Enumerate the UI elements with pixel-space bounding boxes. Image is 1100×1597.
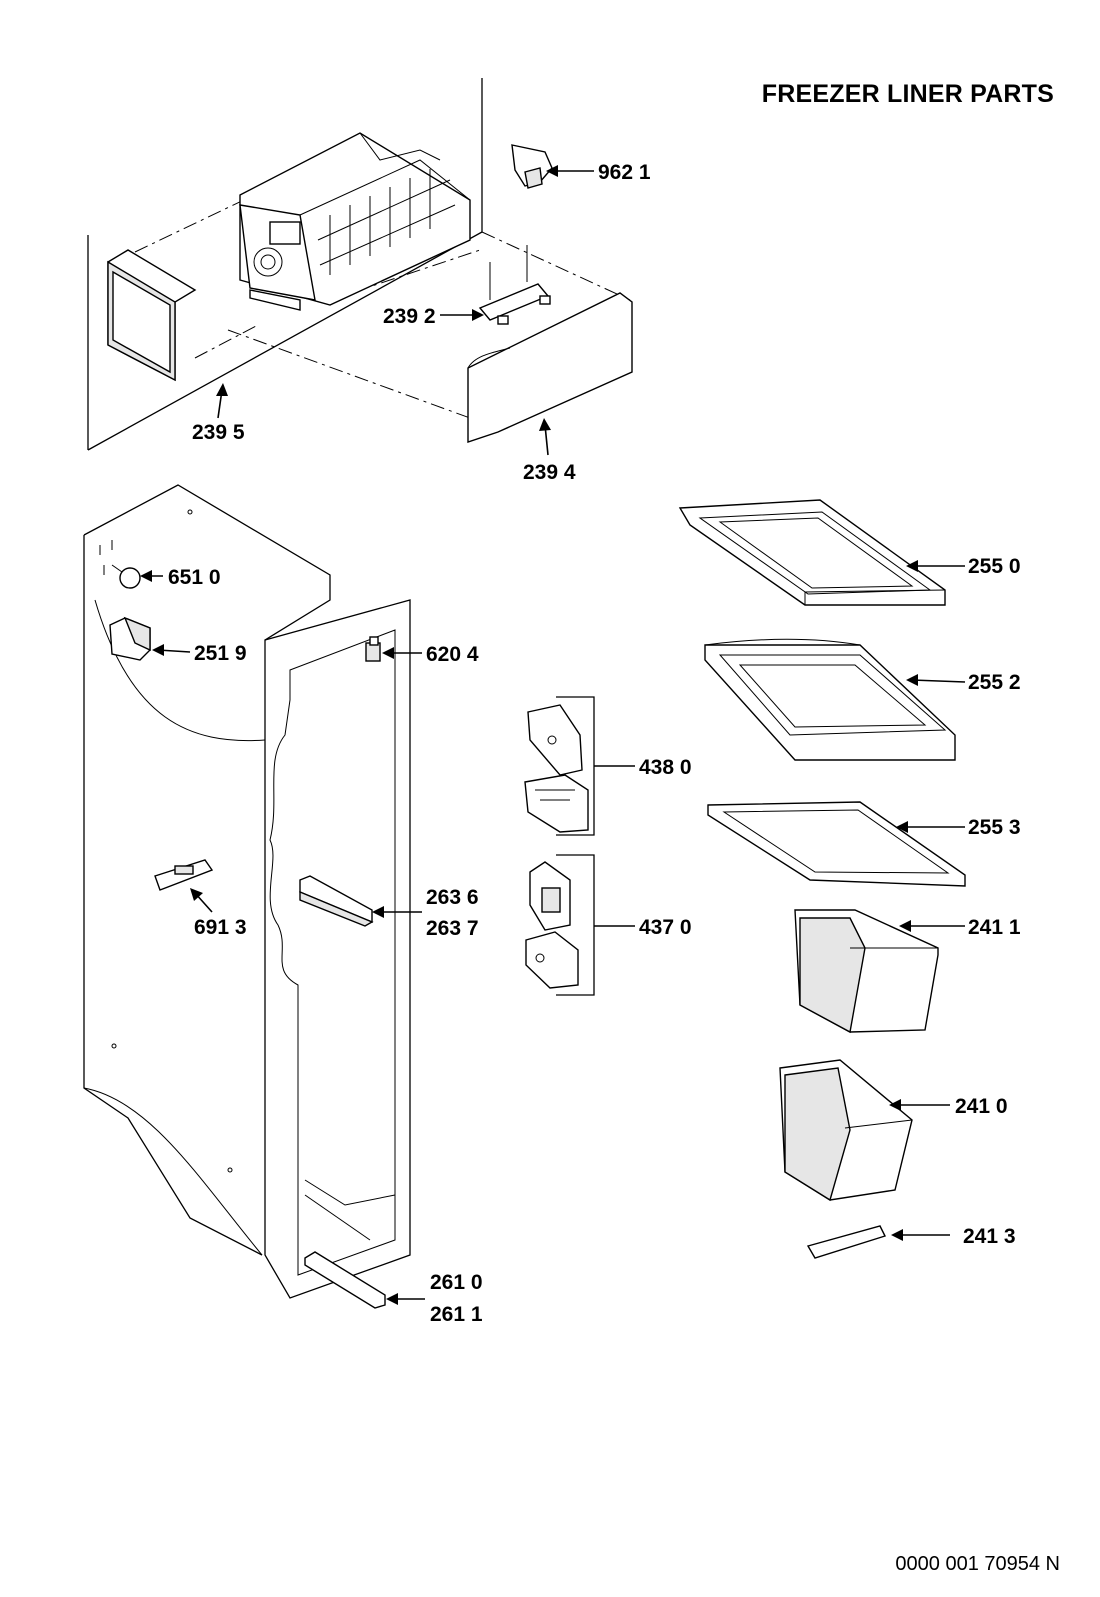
callout-2610: 261 0 [430, 1271, 483, 1294]
ice-bin-front-panel [467, 292, 633, 443]
bottom-rail [304, 1251, 386, 1309]
callout-2410: 241 0 [955, 1095, 1008, 1118]
diagram-title: FREEZER LINER PARTS [761, 80, 1054, 108]
callout-2413: 241 3 [963, 1225, 1016, 1248]
lamp-bulb [111, 564, 141, 589]
bin-2411 [794, 909, 939, 1034]
freezer-rail [299, 875, 374, 927]
callout-4370: 437 0 [639, 916, 692, 939]
ice-maker-section [87, 78, 633, 451]
ice-maker-bracket [478, 245, 551, 325]
ice-chute-part [511, 144, 553, 189]
freezer-liner-section [83, 484, 411, 1309]
document-number: 0000 001 70954 N [895, 1553, 1060, 1575]
ice-bin-box [107, 249, 197, 382]
shelf-2550 [678, 499, 946, 606]
callout-2553: 255 3 [968, 816, 1021, 839]
door-switch [365, 636, 381, 662]
callout-labels: 962 1 239 2 239 5 239 4 651 0 251 9 620 … [168, 161, 1021, 1326]
callout-2519: 251 9 [194, 642, 247, 665]
callout-6913: 691 3 [194, 916, 247, 939]
control-module-437 [525, 861, 579, 989]
callout-2395: 239 5 [192, 421, 245, 444]
callout-2392: 239 2 [383, 305, 436, 328]
callout-2552: 255 2 [968, 671, 1021, 694]
bin-2410 [779, 1059, 913, 1202]
control-housing [154, 859, 214, 891]
callout-2636: 263 6 [426, 886, 479, 909]
callout-6510: 651 0 [168, 566, 221, 589]
control-module-438 [524, 704, 589, 833]
ice-maker-unit [239, 132, 471, 311]
shelves-section [678, 499, 966, 1259]
callout-4380: 438 0 [639, 756, 692, 779]
callout-2550: 255 0 [968, 555, 1021, 578]
bin-trim-2413 [806, 1225, 886, 1259]
light-cover [109, 616, 151, 661]
callout-2637: 263 7 [426, 917, 479, 940]
callout-2611: 261 1 [430, 1303, 483, 1326]
callout-9621: 962 1 [598, 161, 651, 184]
callout-6204: 620 4 [426, 643, 479, 666]
callout-2411: 241 1 [968, 916, 1021, 939]
callout-leaders [140, 165, 966, 1305]
control-modules-section [524, 696, 595, 996]
shelf-2552 [704, 638, 956, 761]
callout-2394: 239 4 [523, 461, 576, 484]
shelf-2553 [707, 801, 966, 887]
